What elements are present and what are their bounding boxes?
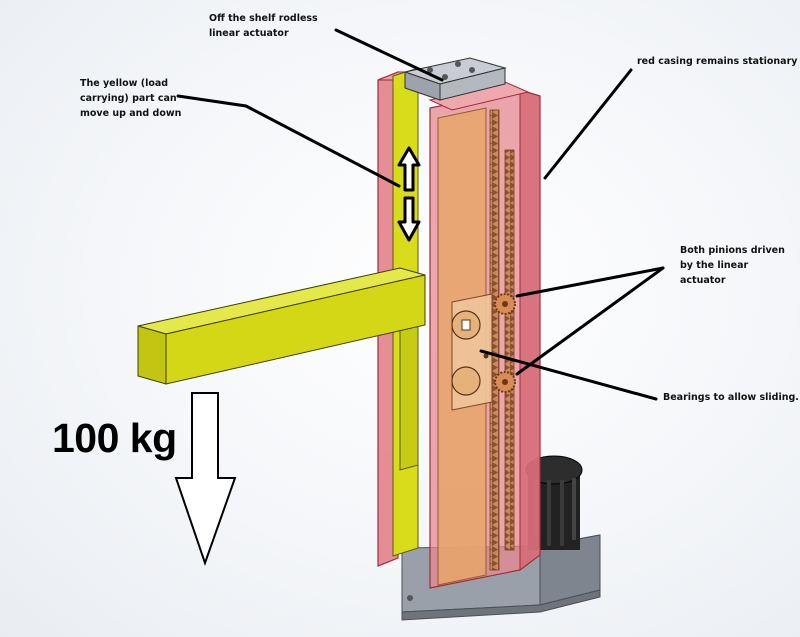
leader-line-bearings <box>479 349 658 401</box>
down-arrow-icon <box>397 196 421 242</box>
pinion-lower <box>494 371 516 393</box>
pinion-upper <box>494 293 516 315</box>
annotation-pinions: Both pinions driven by the linear actuat… <box>680 245 785 286</box>
leader-line-pinion-upper <box>515 266 665 298</box>
annotation-red-casing: red casing remains stationary <box>637 56 798 67</box>
load-arrow-icon <box>174 392 237 567</box>
leader-line-yellow-part <box>176 94 401 188</box>
load-label: 100 kg <box>52 415 177 461</box>
annotation-actuator: Off the shelf rodless linear actuator <box>209 13 318 39</box>
bearing-plate <box>451 293 493 411</box>
annotation-yellow-part: The yellow (load carrying) part can move… <box>80 78 182 119</box>
leader-line-actuator <box>334 28 444 82</box>
leader-line-pinion-lower <box>515 266 665 376</box>
rodless-actuator <box>403 57 507 101</box>
annotation-bearings: Bearings to allow sliding. <box>663 392 799 403</box>
up-arrow-icon <box>397 146 421 192</box>
leader-line-red-casing <box>543 68 633 180</box>
